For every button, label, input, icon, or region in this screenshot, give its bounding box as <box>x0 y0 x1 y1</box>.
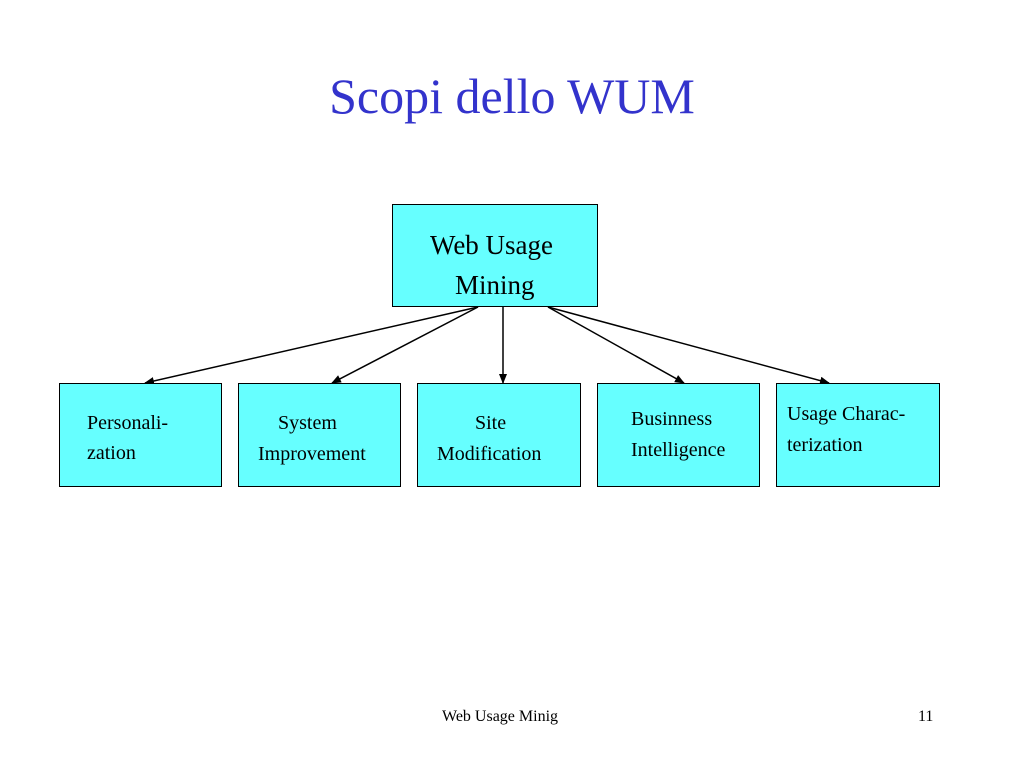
page-number: 11 <box>918 708 934 725</box>
root-node-label-line-1: Web Usage <box>430 230 554 260</box>
arrow-to-usage-characterization <box>547 306 830 385</box>
child-node-site-modification: Site Modification <box>417 383 581 487</box>
child-node-label-line-2: zation <box>87 442 136 464</box>
child-node-label-line-1: Businness <box>631 408 713 430</box>
footer-text: Web Usage Minig <box>442 708 559 725</box>
root-node-web-usage-mining: Web Usage Mining <box>392 204 598 307</box>
child-node-label-line-2: Modification <box>437 443 542 465</box>
child-node-usage-characterization: Usage Charac- terization <box>776 383 940 487</box>
child-node-label-line-1: System <box>278 412 337 434</box>
arrow-to-system-improvement <box>331 306 479 384</box>
child-node-business-intelligence: Businness Intelligence <box>597 383 760 487</box>
slide-title: Scopi dello WUM <box>329 68 695 124</box>
child-node-label-line-1: Personali- <box>87 412 169 434</box>
child-node-label-line-2: Intelligence <box>631 439 726 461</box>
child-node-label-line-1: Usage Charac- <box>787 403 906 425</box>
arrow-to-business-intelligence <box>547 306 685 384</box>
child-node-label-line-2: Improvement <box>258 443 366 465</box>
child-node-system-improvement: System Improvement <box>238 383 401 487</box>
child-node-label-line-2: terization <box>787 434 863 456</box>
arrow-to-personalization <box>144 306 479 385</box>
root-node-label-line-2: Mining <box>455 270 535 300</box>
child-node-personalization: Personali- zation <box>59 383 222 487</box>
child-node-label-line-1: Site <box>475 412 507 434</box>
